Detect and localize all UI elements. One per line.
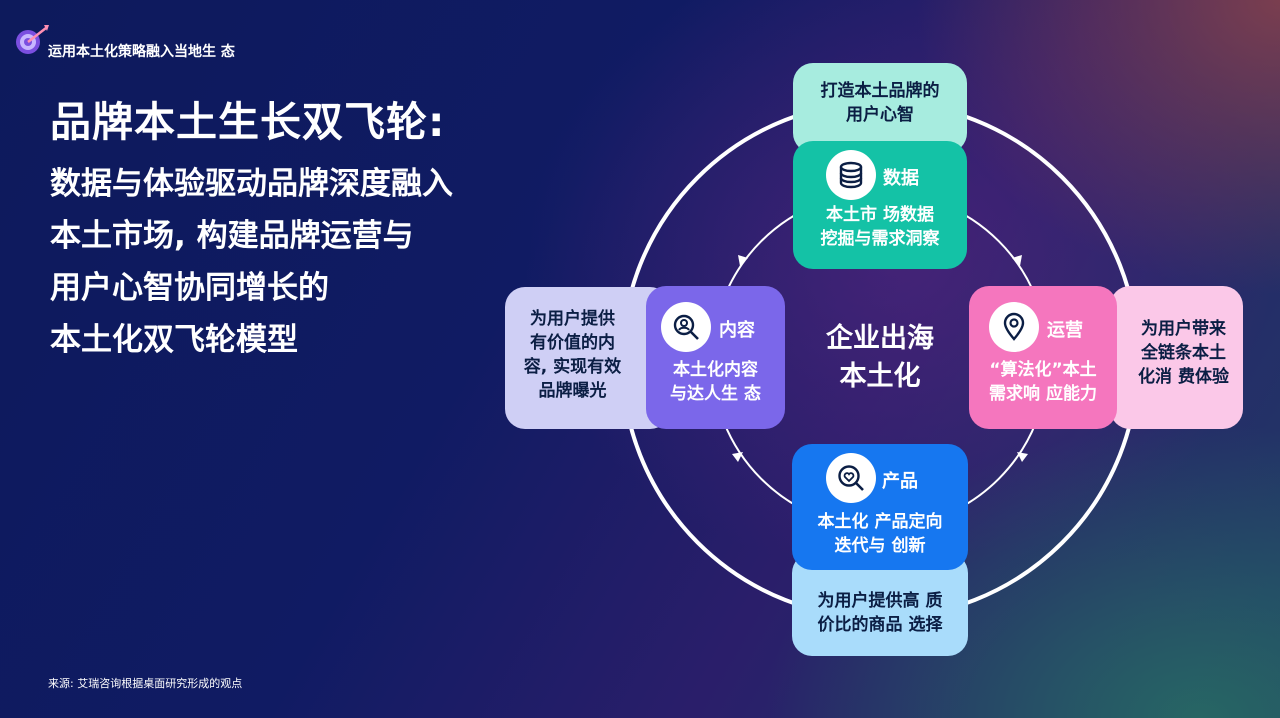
data-desc-line: 挖掘与需求洞察 [820, 229, 940, 249]
content-label: 内容 [719, 320, 755, 341]
operation-outer-box: 为用户带来 全链条本土 化消 费体验 [1110, 286, 1243, 429]
product-desc-line: 本土化 产品定向 [817, 512, 943, 532]
center-line: 企业出海 [826, 323, 934, 354]
content-outer-line: 为用户提供 [530, 309, 615, 329]
product-desc-line: 迭代与 创新 [834, 536, 926, 556]
operation-desc-line: “算法化”本土 [989, 360, 1097, 380]
operation-desc-line: 需求响 应能力 [989, 384, 1097, 404]
content-desc-line: 与达人生 态 [670, 384, 761, 404]
product-description: 本土化 产品定向 迭代与 创新 [792, 510, 968, 558]
database-icon [826, 150, 876, 200]
page-title: 品牌本土生长双飞轮: [50, 98, 446, 146]
content-desc-line: 本土化内容 [673, 360, 758, 380]
inner-ring-arrow [1012, 255, 1022, 266]
operation-label: 运营 [1047, 320, 1083, 341]
page-subtitle: 数据与体验驱动品牌深度融入 本土市场, 构建品牌运营与 用户心智协同增长的 本土… [50, 158, 453, 366]
content-outer-box: 为用户提供 有价值的内 容, 实现有效 品牌曝光 [505, 287, 670, 429]
product-label: 产品 [882, 471, 918, 492]
section-title: 运用本土化策略融入当地生 态 [48, 44, 235, 60]
content-card: 内容 本土化内容 与达人生 态 [646, 286, 785, 429]
data-card: 数据 本土市 场数据 挖掘与需求洞察 [793, 141, 967, 269]
inner-ring-arrow [1017, 452, 1028, 462]
search-user-icon [661, 302, 711, 352]
data-outer-line: 用户心智 [846, 105, 914, 125]
source-note: 来源: 艾瑞咨询根据桌面研究形成的观点 [48, 677, 243, 690]
operation-card: 运营 “算法化”本土 需求响 应能力 [969, 286, 1117, 429]
product-outer-line: 为用户提供高 质 [817, 591, 943, 611]
content-outer-line: 品牌曝光 [538, 381, 607, 401]
content-outer-line: 有价值的内 [530, 333, 615, 353]
product-card: 产品 本土化 产品定向 迭代与 创新 [792, 444, 968, 570]
inner-ring-arrow [738, 255, 748, 266]
location-pin-icon [989, 302, 1039, 352]
operation-description: “算法化”本土 需求响 应能力 [969, 358, 1117, 406]
operation-outer-line: 为用户带来 [1141, 319, 1226, 339]
data-outer-line: 打造本土品牌的 [820, 81, 940, 101]
subtitle-line: 本土化双飞轮模型 [50, 322, 298, 358]
subtitle-line: 数据与体验驱动品牌深度融入 [50, 166, 453, 202]
heart-search-icon [826, 453, 876, 503]
data-outer-box: 打造本土品牌的 用户心智 [793, 63, 967, 153]
data-description: 本土市 场数据 挖掘与需求洞察 [793, 203, 967, 251]
data-label: 数据 [883, 168, 919, 189]
product-outer-line: 价比的商品 选择 [817, 615, 943, 635]
content-outer-line: 容, 实现有效 [523, 357, 622, 377]
subtitle-line: 用户心智协同增长的 [50, 270, 329, 306]
data-desc-line: 本土市 场数据 [826, 205, 934, 225]
inner-ring-arrow [732, 452, 743, 462]
subtitle-line: 本土市场, 构建品牌运营与 [50, 218, 414, 254]
operation-outer-line: 化消 费体验 [1138, 367, 1229, 387]
center-label: 企业出海 本土化 [800, 320, 960, 396]
product-outer-box: 为用户提供高 质 价比的商品 选择 [792, 553, 968, 656]
center-line: 本土化 [839, 361, 921, 392]
content-description: 本土化内容 与达人生 态 [646, 358, 785, 406]
operation-outer-line: 全链条本土 [1141, 343, 1226, 363]
target-dart-logo-icon [16, 25, 49, 54]
